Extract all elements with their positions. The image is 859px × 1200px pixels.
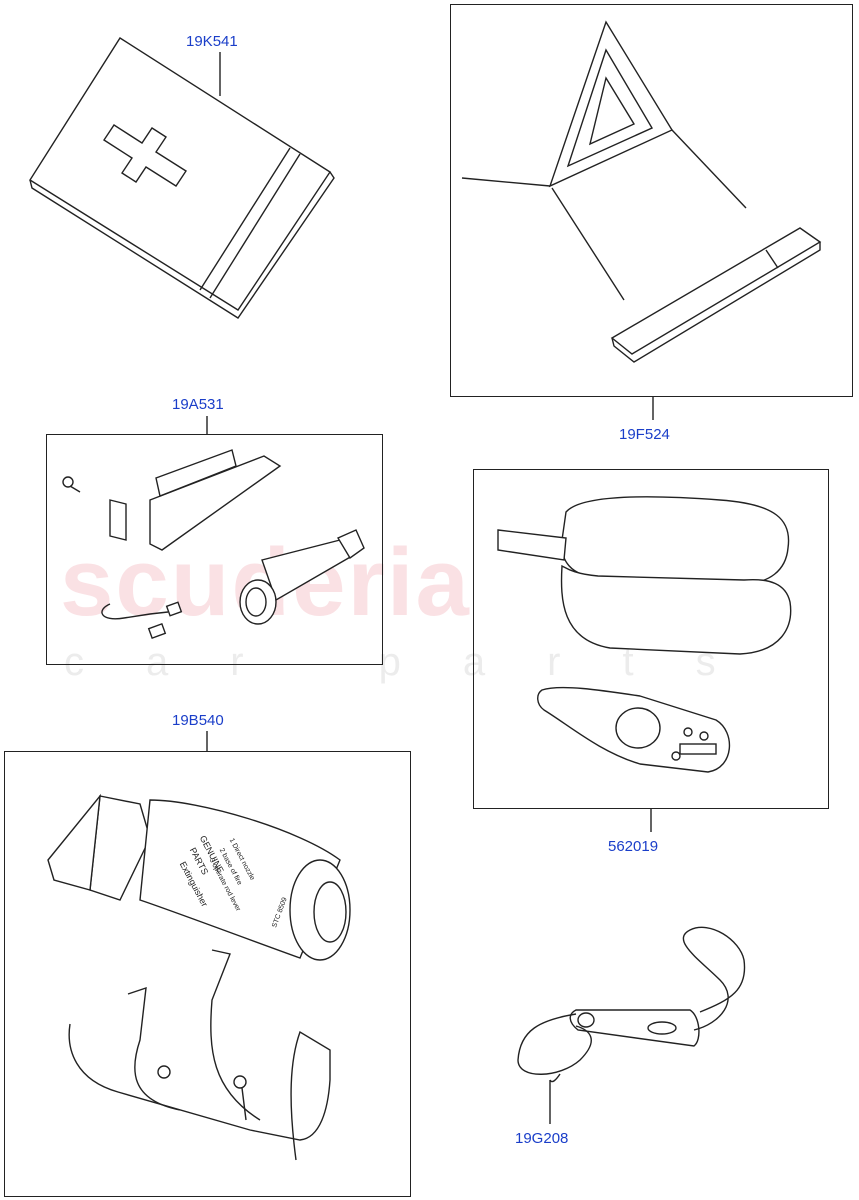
- tyre-repair-kit-illustration[interactable]: [497, 496, 792, 773]
- first-aid-cross-icon: [103, 124, 187, 187]
- fire-extinguisher-illustration[interactable]: GENUINE PARTS Extinguisher 1 Direct nozz…: [47, 793, 351, 1161]
- warning-triangle-box: [450, 4, 853, 397]
- inflator-remote-illustration[interactable]: [517, 926, 746, 1083]
- part-label-tyre-repair-kit[interactable]: 562019: [608, 838, 659, 855]
- part-label-torch-kit[interactable]: 19A531: [172, 396, 224, 413]
- torch-kit-illustration[interactable]: [62, 449, 365, 639]
- part-label-first-aid-kit[interactable]: 19K541: [186, 33, 238, 50]
- first-aid-kit-illustration[interactable]: [29, 37, 335, 319]
- fire-extinguisher-kit-box: [4, 751, 411, 1197]
- part-label-fire-extinguisher-kit[interactable]: 19B540: [172, 712, 224, 729]
- warning-triangle-illustration[interactable]: [461, 20, 822, 363]
- part-label-warning-triangle[interactable]: 19F524: [619, 426, 670, 443]
- part-label-inflator-remote[interactable]: 19G208: [515, 1130, 569, 1147]
- tyre-repair-kit-box: [473, 469, 829, 809]
- torch-kit-box: [46, 434, 383, 665]
- leader-lines: [206, 52, 654, 1124]
